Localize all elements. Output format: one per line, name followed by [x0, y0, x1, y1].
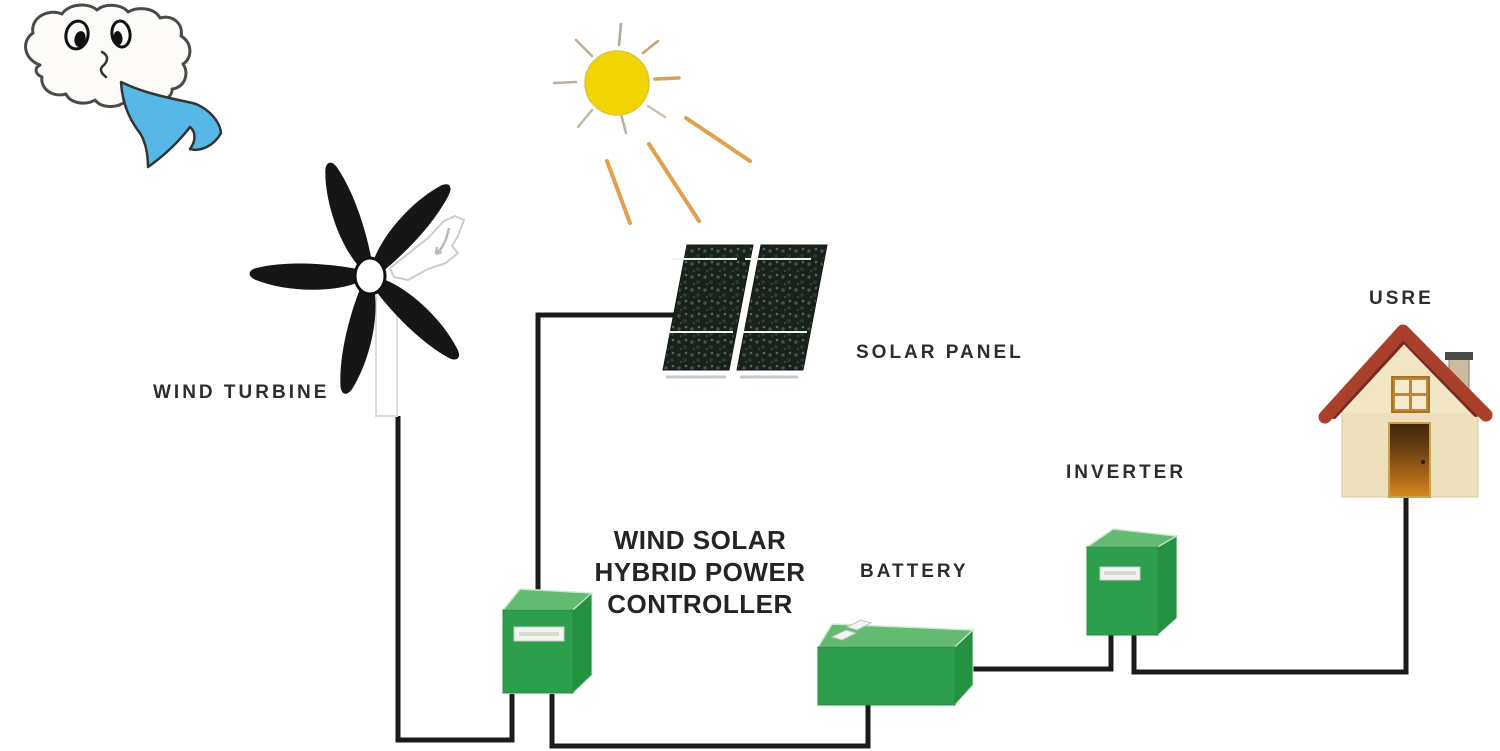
battery-terminals — [830, 619, 873, 641]
wire-controller-to-battery — [549, 694, 871, 749]
house-door — [1388, 422, 1431, 498]
wires — [395, 312, 1409, 749]
sun-long-rays — [605, 116, 752, 225]
turbine-hub — [353, 256, 387, 296]
controller-front-face — [502, 609, 574, 694]
battery-box-icon — [816, 619, 975, 707]
controller-label-line2: HYBRID POWER — [594, 557, 806, 587]
controller-box-icon — [501, 588, 594, 695]
cloud-face — [64, 19, 132, 79]
inverter-strip-text — [1104, 571, 1136, 575]
wind-turbine-label: WIND TURBINE — [153, 382, 330, 403]
solar-panel-label: SOLAR PANEL — [856, 342, 1024, 363]
house-window — [1391, 376, 1430, 413]
solar-panel-icon — [662, 244, 828, 379]
inverter-side-face — [1157, 535, 1178, 637]
wind-turbine-icon — [249, 162, 465, 417]
controller-label-line1: WIND SOLAR — [613, 525, 787, 555]
house-icon — [1318, 324, 1493, 498]
turbine-tail-fin — [389, 215, 465, 281]
cloud-body — [24, 3, 192, 108]
controller-label: WIND SOLAR HYBRID POWER CONTROLLER — [588, 524, 812, 620]
controller-strip-text — [519, 632, 559, 636]
turbine-blades — [249, 162, 460, 394]
sun-disc — [584, 50, 650, 116]
wire-turbine-to-controller — [395, 416, 515, 743]
inverter-front-face — [1086, 546, 1159, 636]
wire-solar-to-controller — [535, 312, 676, 594]
sun-short-rays — [552, 22, 681, 135]
battery-front-face — [817, 646, 956, 706]
user-label: USRE — [1369, 288, 1434, 309]
inverter-label: INVERTER — [1066, 462, 1187, 483]
wire-battery-to-inverter — [960, 634, 1114, 672]
wire-inverter-to-house — [1131, 488, 1409, 675]
wind-cloud-icon — [24, 3, 223, 169]
house-roof — [1318, 324, 1493, 424]
wind-gust — [119, 80, 223, 169]
battery-label: BATTERY — [860, 561, 969, 582]
controller-label-line3: CONTROLLER — [607, 589, 793, 619]
solar-panel-gridlines — [668, 258, 811, 333]
sun-icon — [552, 22, 752, 225]
inverter-box-icon — [1084, 528, 1180, 637]
solar-panel-left — [662, 244, 754, 371]
solar-panel-right — [736, 244, 828, 371]
